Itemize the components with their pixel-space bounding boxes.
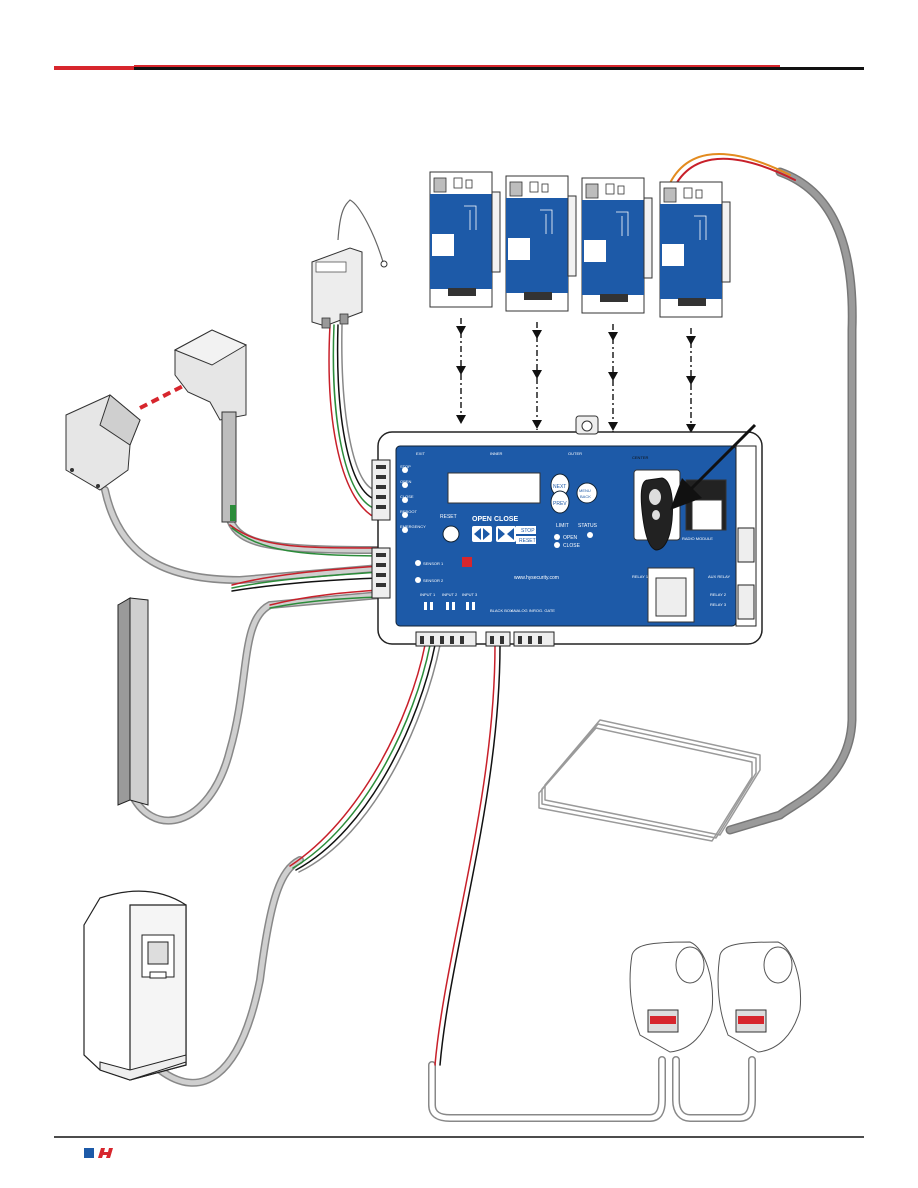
- limit-open-label: OPEN: [563, 535, 578, 541]
- detector-module-1: [429, 171, 501, 308]
- limit-close-label: CLOSE: [563, 543, 581, 549]
- sensor-left: [629, 941, 714, 1053]
- stop-label: STOP: [521, 528, 535, 534]
- bottom-label-analog: ANALOG IN: [511, 608, 533, 613]
- detector-module-3: [581, 177, 653, 314]
- prev-label: PREV: [553, 501, 567, 507]
- input-label-reboot: REBOOT: [400, 509, 417, 514]
- bottom-label-input3: INPUT 3: [462, 592, 478, 597]
- receiver-cable: [226, 416, 384, 554]
- header-rule: [134, 67, 864, 70]
- sensor-right: [717, 941, 802, 1053]
- insertion-arrows: [460, 318, 692, 434]
- menu-label: MENU: [579, 488, 591, 493]
- edge-sensor-cable: [126, 591, 384, 825]
- sensor-loop-cable: [428, 1056, 666, 1122]
- brand-mark-icon: [462, 557, 472, 567]
- relay-label-2: RELAY 2: [710, 592, 727, 597]
- footer-logo-mark-icon: [98, 1148, 113, 1158]
- keypad-pedestal: [83, 890, 187, 1081]
- reset2-button[interactable]: [516, 536, 536, 544]
- status-label: STATUS: [578, 523, 598, 529]
- bottom-label-rog: ROG. GATE: [533, 608, 555, 613]
- top-label-exit: EXIT: [416, 451, 425, 456]
- vehicle-loop: [538, 719, 761, 842]
- open-label: OPEN: [472, 516, 492, 523]
- controller-board: EXIT INNER OUTER CENTER STOP OPEN CLOSE …: [371, 415, 763, 647]
- reset-label: RESET: [440, 514, 457, 520]
- top-label-outer: OUTER: [568, 451, 582, 456]
- input-label-sensor1: SENSOR 1: [423, 561, 444, 566]
- next-label: NEXT: [553, 484, 566, 490]
- open-button[interactable]: [472, 526, 492, 542]
- bottom-terminals: [415, 631, 555, 647]
- pointer-arrow: [670, 423, 757, 510]
- detector-module-2: [505, 175, 577, 312]
- cables: [101, 153, 857, 1122]
- stop-button[interactable]: [516, 526, 536, 534]
- detector-module-4: [659, 181, 731, 318]
- bottom-label-input2: INPUT 2: [442, 592, 458, 597]
- photo-eye-receiver: [173, 329, 248, 523]
- photo-eye-beam: [139, 383, 186, 410]
- close-button[interactable]: [496, 526, 516, 542]
- bottom-label-blackbox: BLACK BOX: [490, 608, 513, 613]
- top-label-center: CENTER: [632, 455, 649, 460]
- radio-module-label: RADIO MODULE: [682, 536, 713, 541]
- input-label-open: OPEN: [400, 479, 411, 484]
- arrow-heads: [456, 326, 696, 433]
- left-terminals: [371, 459, 391, 599]
- top-label-inner: INNER: [490, 451, 503, 456]
- relay-label-1: RELAY 1: [632, 574, 649, 579]
- back-label: BACK: [580, 494, 591, 499]
- lcd-display: [447, 472, 541, 504]
- close-label: CLOSE: [494, 516, 518, 523]
- input-leds: [402, 467, 421, 583]
- reset2-label: RESET: [519, 538, 536, 544]
- footer-logo-blue: [84, 1148, 94, 1158]
- menu-back-button[interactable]: [576, 482, 598, 504]
- reset-button[interactable]: [442, 525, 460, 543]
- controller-url: www.hysecurity.com: [514, 575, 559, 581]
- prev-button[interactable]: [550, 490, 570, 514]
- relay-label-aux: AUX RELAY: [708, 574, 730, 579]
- input-label-sensor2: SENSOR 2: [423, 578, 444, 583]
- photo-eye-transmitter: [65, 394, 141, 491]
- bottom-label-input1: INPUT 1: [420, 592, 436, 597]
- input-label-stop: STOP: [400, 464, 411, 469]
- radio-receiver: [311, 199, 388, 329]
- limit-label: LIMIT: [556, 523, 569, 529]
- input-label-emergency: EMERGENCY: [400, 524, 426, 529]
- detector-modules: [429, 171, 731, 318]
- relay-label-3: RELAY 3: [710, 602, 727, 607]
- header-accent-bar: [54, 66, 134, 70]
- edge-sensor: [117, 597, 149, 806]
- input-label-close: CLOSE: [400, 494, 414, 499]
